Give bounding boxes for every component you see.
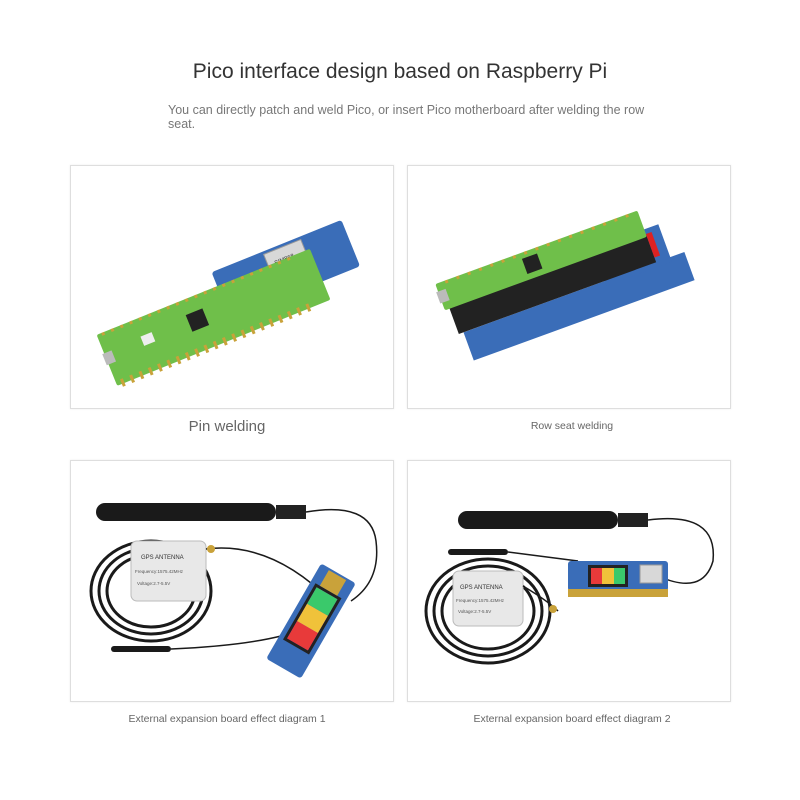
gps-voltage-label: Voltage:2.7-5.5V xyxy=(137,581,170,586)
page-title: Pico interface design based on Raspberry… xyxy=(192,60,608,83)
caption-row-seat-welding: Row seat welding xyxy=(530,420,614,432)
pin-welding-photo: SIM868 xyxy=(70,165,394,409)
caption-expansion-2: External expansion board effect diagram … xyxy=(473,713,671,725)
pin-welding-illustration: SIM868 xyxy=(97,220,360,387)
gps-antenna-label-2: GPS ANTENNA xyxy=(460,585,503,591)
gps-freq-label-2: Frequency:1575.42MHz xyxy=(456,598,505,603)
expansion-diagram-1-photo: GPS ANTENNA Frequency:1575.42MHz Voltage… xyxy=(70,460,394,702)
gps-antenna-label: GPS ANTENNA xyxy=(141,555,184,561)
expansion-diagram-2-illustration: GPS ANTENNA Frequency:1575.42MHz Voltage… xyxy=(424,511,715,665)
expansion-diagram-2-photo: GPS ANTENNA Frequency:1575.42MHz Voltage… xyxy=(407,460,731,702)
caption-pin-welding: Pin welding xyxy=(188,418,266,435)
gps-freq-label: Frequency:1575.42MHz xyxy=(135,569,184,574)
page-subtitle: You can directly patch and weld Pico, or… xyxy=(168,103,645,131)
gps-voltage-label-2: Voltage:2.7-5.5V xyxy=(458,609,491,614)
caption-expansion-1: External expansion board effect diagram … xyxy=(128,713,326,725)
row-seat-welding-photo xyxy=(407,165,731,409)
expansion-diagram-1-illustration: GPS ANTENNA Frequency:1575.42MHz Voltage… xyxy=(89,503,378,678)
row-seat-welding-illustration xyxy=(435,211,695,361)
